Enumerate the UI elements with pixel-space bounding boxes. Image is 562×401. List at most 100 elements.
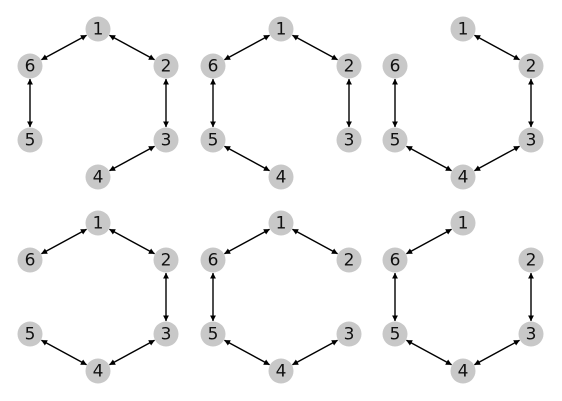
edge-4-3 — [474, 339, 520, 366]
node-circle — [85, 16, 111, 42]
node-label: 4 — [93, 168, 104, 188]
node-label: 3 — [526, 131, 537, 151]
node-6: 6 — [382, 247, 408, 273]
node-circle — [518, 127, 544, 153]
node-1: 1 — [268, 16, 294, 42]
node-circle — [450, 16, 476, 42]
node-circle — [268, 16, 294, 42]
node-circle — [336, 321, 362, 347]
node-label: 6 — [208, 57, 219, 77]
node-label: 5 — [25, 325, 36, 345]
edge-1-6 — [41, 228, 87, 255]
edge-3-4 — [109, 145, 155, 172]
node-label: 5 — [208, 131, 219, 151]
node-circle — [450, 210, 476, 236]
edge-1-6 — [406, 228, 452, 255]
graph-panel-6: 1 2 3 4 5 6 — [382, 210, 544, 384]
node-label: 6 — [25, 57, 36, 77]
node-5: 5 — [17, 321, 43, 347]
edge-5-4 — [224, 339, 270, 366]
edge-4-3 — [292, 339, 338, 366]
node-6: 6 — [17, 53, 43, 79]
node-label: 3 — [161, 131, 172, 151]
node-4: 4 — [268, 358, 294, 384]
edge-3-4 — [109, 339, 155, 366]
node-circle — [268, 210, 294, 236]
node-label: 4 — [458, 168, 469, 188]
node-2: 2 — [518, 53, 544, 79]
node-6: 6 — [17, 247, 43, 273]
node-label: 5 — [390, 325, 401, 345]
node-label: 6 — [25, 251, 36, 271]
node-label: 3 — [344, 325, 355, 345]
node-label: 1 — [93, 214, 104, 234]
edge-1-6 — [224, 34, 270, 61]
node-label: 1 — [93, 20, 104, 40]
edge-1-2 — [109, 228, 155, 255]
node-label: 3 — [344, 131, 355, 151]
node-circle — [153, 321, 179, 347]
node-label: 4 — [93, 362, 104, 382]
node-circle — [200, 53, 226, 79]
node-label: 5 — [25, 131, 36, 151]
node-circle — [17, 127, 43, 153]
graph-panel-2: 1 2 3 4 5 6 — [200, 16, 362, 190]
node-circle — [200, 247, 226, 273]
node-3: 3 — [518, 127, 544, 153]
node-2: 2 — [518, 247, 544, 273]
edge-1-6 — [224, 228, 270, 255]
node-label: 1 — [276, 214, 287, 234]
node-2: 2 — [153, 53, 179, 79]
node-label: 3 — [161, 325, 172, 345]
node-circle — [153, 247, 179, 273]
node-6: 6 — [200, 53, 226, 79]
node-2: 2 — [336, 53, 362, 79]
node-label: 2 — [526, 57, 537, 77]
node-label: 1 — [276, 20, 287, 40]
node-label: 2 — [526, 251, 537, 271]
graph-panel-1: 1 2 3 4 5 6 — [17, 16, 179, 190]
node-4: 4 — [85, 358, 111, 384]
node-1: 1 — [268, 210, 294, 236]
node-label: 4 — [276, 168, 287, 188]
node-3: 3 — [336, 321, 362, 347]
edge-1-2 — [109, 34, 155, 61]
node-label: 6 — [390, 251, 401, 271]
node-label: 6 — [390, 57, 401, 77]
node-circle — [382, 321, 408, 347]
node-circle — [382, 247, 408, 273]
node-label: 4 — [458, 362, 469, 382]
node-circle — [85, 358, 111, 384]
node-5: 5 — [17, 127, 43, 153]
edge-3-4 — [474, 145, 520, 172]
node-5: 5 — [200, 127, 226, 153]
node-circle — [518, 53, 544, 79]
node-circle — [268, 358, 294, 384]
node-4: 4 — [85, 164, 111, 190]
node-label: 3 — [526, 325, 537, 345]
node-5: 5 — [382, 127, 408, 153]
node-label: 2 — [344, 57, 355, 77]
edge-4-5 — [41, 339, 87, 366]
edge-1-6 — [41, 34, 87, 61]
node-circle — [17, 247, 43, 273]
edge-4-5 — [406, 145, 452, 172]
node-3: 3 — [518, 321, 544, 347]
node-label: 4 — [276, 362, 287, 382]
node-circle — [336, 127, 362, 153]
node-6: 6 — [382, 53, 408, 79]
node-label: 1 — [458, 214, 469, 234]
node-circle — [17, 53, 43, 79]
node-label: 2 — [344, 251, 355, 271]
node-label: 5 — [390, 131, 401, 151]
node-circle — [153, 53, 179, 79]
node-circle — [382, 127, 408, 153]
node-1: 1 — [85, 16, 111, 42]
node-4: 4 — [450, 358, 476, 384]
node-3: 3 — [153, 321, 179, 347]
node-circle — [85, 164, 111, 190]
node-circle — [268, 164, 294, 190]
